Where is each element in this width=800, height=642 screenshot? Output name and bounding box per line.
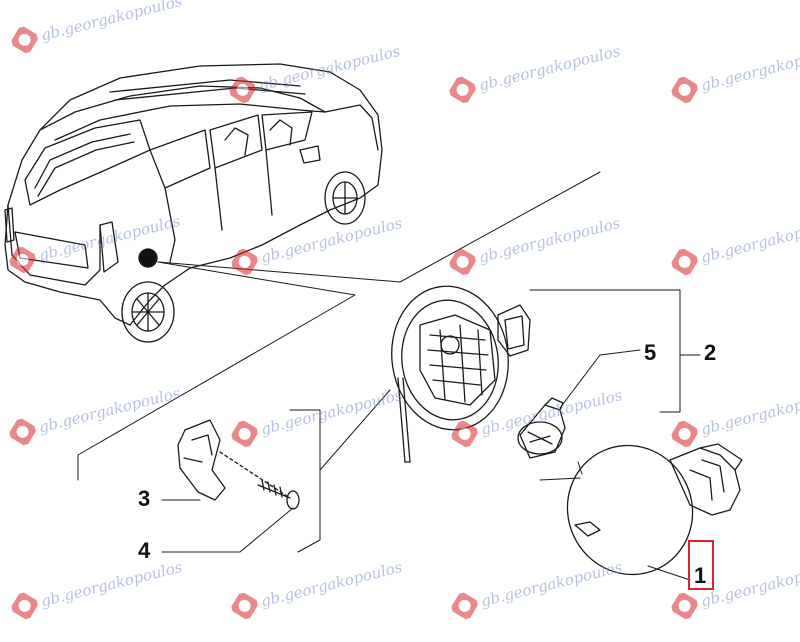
fuel-filler-housing — [391, 285, 531, 463]
watermark: gb.georgakopoulos — [669, 382, 800, 450]
watermark-logo-icon — [11, 592, 39, 620]
watermark: gb.georgakopoulos — [669, 554, 800, 622]
watermark: gb.georgakopoulos — [227, 38, 403, 106]
watermark-logo-icon — [451, 592, 479, 620]
watermark-logo-icon — [671, 248, 699, 276]
watermark-logo-icon — [9, 418, 37, 446]
watermark: gb.georgakopoulos — [7, 208, 183, 276]
watermark-logo-icon — [449, 248, 477, 276]
watermark-logo-icon — [451, 420, 479, 448]
watermark: gb.georgakopoulos — [449, 382, 625, 450]
watermark: gb.georgakopoulos — [449, 554, 625, 622]
watermark-logo-icon — [231, 420, 259, 448]
watermark-logo-icon — [9, 246, 37, 274]
watermark: gb.georgakopoulos — [9, 554, 185, 622]
watermark: gb.georgakopoulos — [229, 382, 405, 450]
bracket — [177, 419, 226, 501]
watermark-logo-icon — [231, 592, 259, 620]
watermark-logo-icon — [671, 420, 699, 448]
watermark-logo-icon — [671, 592, 699, 620]
watermark: gb.georgakopoulos — [669, 210, 800, 278]
watermark-logo-icon — [449, 76, 477, 104]
watermark: gb.georgakopoulos — [229, 554, 405, 622]
callout-2: 2 — [704, 340, 717, 365]
exploded-view-guide-lines — [77, 171, 601, 481]
fuel-flap-location-marker — [138, 248, 158, 268]
watermark: gb.georgakopoulos — [447, 210, 623, 278]
watermark: gb.georgakopoulos — [447, 38, 623, 106]
watermark-logo-icon — [229, 76, 257, 104]
watermark: gb.georgakopoulos — [229, 210, 405, 278]
watermark-logo-icon — [11, 26, 39, 54]
car-illustration — [4, 63, 383, 343]
watermark: gb.georgakopoulos — [9, 0, 185, 56]
screw — [219, 451, 300, 510]
callout-3: 3 — [138, 486, 151, 511]
leader-lines — [161, 289, 701, 581]
callout-1-highlight — [688, 540, 714, 590]
watermark: gb.georgakopoulos — [669, 38, 800, 106]
callout-5: 5 — [644, 340, 657, 365]
callout-1: 1 — [694, 563, 707, 588]
watermark-logo-icon — [231, 248, 259, 276]
watermark-logo-icon — [671, 76, 699, 104]
callout-4: 4 — [138, 538, 151, 563]
watermark: gb.georgakopoulos — [7, 380, 183, 448]
